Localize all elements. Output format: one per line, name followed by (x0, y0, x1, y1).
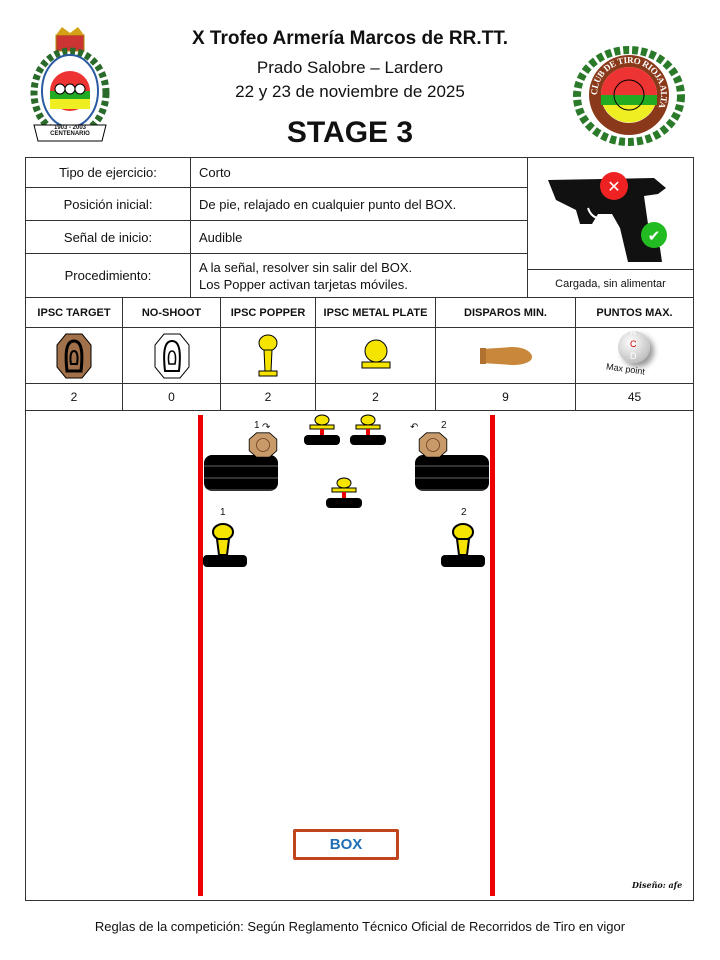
stage-title: STAGE 3 (286, 116, 414, 149)
club-logo: CLUB DE TIRO RIOJA ALTA (572, 45, 686, 147)
zone-c: C (630, 339, 637, 349)
tire-stack (204, 455, 278, 491)
popper-1 (203, 523, 247, 567)
target-label: 1 (254, 420, 260, 431)
header-popper: IPSC POPPER (220, 297, 316, 328)
metal-plate-icon (315, 327, 436, 384)
swing-arrow-icon: ↶ (410, 422, 419, 433)
info-label: Procedimiento: (25, 253, 191, 298)
svg-text:✔: ✔ (647, 227, 660, 245)
header-no-shoot: NO-SHOOT (122, 297, 221, 328)
header-metal-plate: IPSC METAL PLATE (315, 297, 436, 328)
weapon-image: ✕ ✔ (527, 157, 694, 270)
weapon-condition: Cargada, sin alimentar (527, 269, 694, 298)
metal-plate (304, 414, 340, 445)
swing-arrow-icon: ↷ (262, 422, 271, 433)
event-title: X Trofeo Armería Marcos de RR.TT. (191, 28, 509, 49)
value-ipsc-target: 2 (25, 383, 123, 411)
target-label: 2 (441, 420, 447, 431)
metal-plate (350, 414, 386, 445)
stage-diagram (25, 410, 694, 901)
max-point-label: Max point (605, 361, 646, 377)
procedure-line: Los Popper activan tarjetas móviles. (199, 276, 408, 292)
info-label: Señal de inicio: (25, 220, 191, 254)
popper-icon (220, 327, 316, 384)
value-metal-plate: 2 (315, 383, 436, 411)
tire-stack (415, 455, 489, 491)
procedure-line: A la señal, resolver sin salir del BOX. (199, 259, 413, 275)
info-value: Audible (190, 220, 528, 254)
max-point-icon: A C D Max point (575, 327, 694, 384)
footer-rules: Reglas de la competición: Según Reglamen… (94, 919, 626, 934)
value-min-shots: 9 (435, 383, 576, 411)
logo-text: 1903 - 2003 CENTENARIO (50, 125, 90, 137)
info-label: Posición inicial: (25, 187, 191, 221)
fault-line-left (198, 415, 203, 896)
ipsc-target-icon (25, 327, 123, 384)
metal-plate (326, 477, 362, 508)
value-max-points: 45 (575, 383, 694, 411)
federation-logo: 1903 - 2003 CENTENARIO (28, 25, 112, 145)
zone-d: D (630, 351, 637, 361)
value-popper: 2 (220, 383, 316, 411)
popper-label: 1 (220, 507, 226, 518)
shooting-box: BOX (293, 829, 399, 860)
no-shoot-icon (122, 327, 221, 384)
popper-2 (441, 523, 485, 567)
designer-signature: Diseño: afe (632, 880, 683, 890)
header-max-points: PUNTOS MAX. (575, 297, 694, 328)
pistol-icon: ✕ ✔ (547, 171, 667, 262)
bullet-icon (435, 327, 576, 384)
box-label: BOX (329, 836, 363, 853)
info-value: A la señal, resolver sin salir del BOX. … (190, 253, 528, 298)
info-value: De pie, relajado en cualquier punto del … (190, 187, 528, 221)
ipsc-target-1 (248, 432, 278, 458)
header-min-shots: DISPAROS MIN. (435, 297, 576, 328)
value-no-shoot: 0 (122, 383, 221, 411)
fault-line-right (490, 415, 495, 896)
svg-text:✕: ✕ (607, 177, 620, 196)
popper-label: 2 (461, 507, 467, 518)
event-location: Prado Salobre – Lardero (256, 58, 444, 77)
header-ipsc-target: IPSC TARGET (25, 297, 123, 328)
info-label: Tipo de ejercicio: (25, 157, 191, 188)
event-dates: 22 y 23 de noviembre de 2025 (235, 82, 465, 101)
info-value: Corto (190, 157, 528, 188)
ipsc-target-2 (418, 432, 448, 458)
zone-a: A (630, 327, 637, 337)
